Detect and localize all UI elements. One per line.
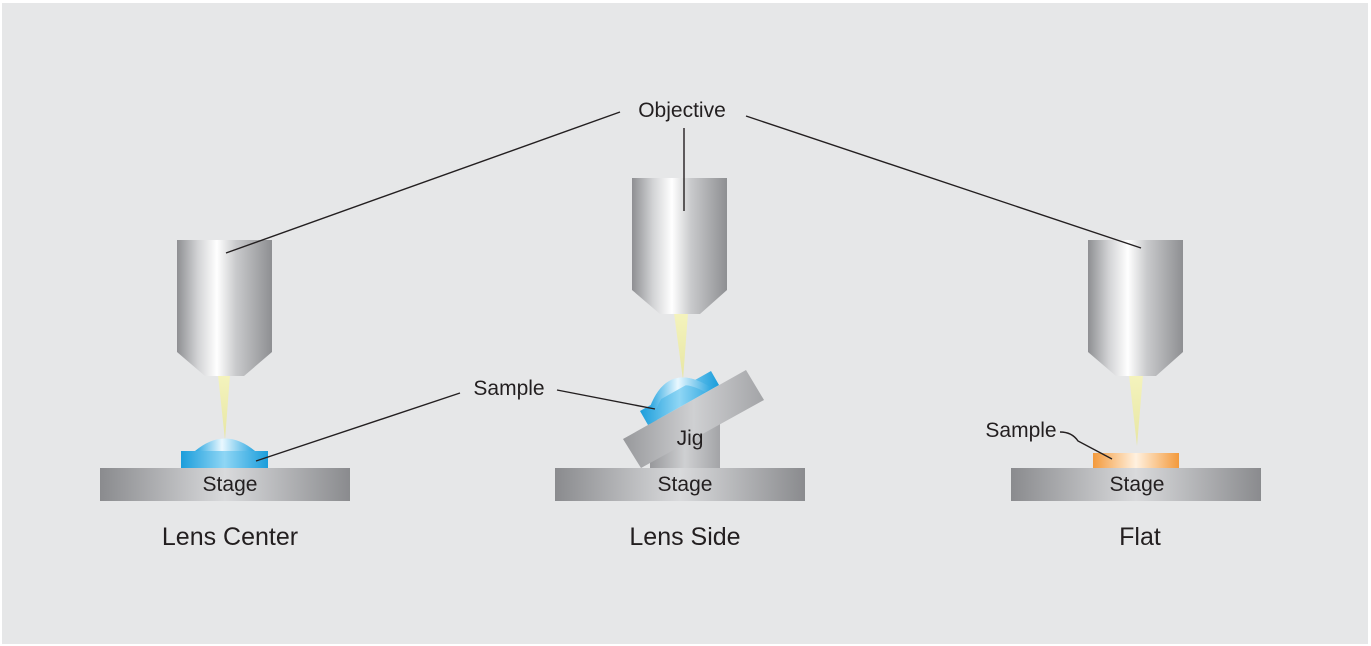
sample-callout-center: Sample — [255, 377, 656, 462]
light-beam — [1129, 375, 1143, 446]
objective — [177, 240, 272, 376]
sample — [181, 438, 268, 468]
objective — [632, 178, 727, 314]
stage-label: Stage — [1110, 473, 1165, 496]
stage — [100, 468, 350, 501]
sample-label: Sample — [985, 419, 1056, 442]
jig-label: Jig — [677, 427, 704, 450]
objective — [1088, 240, 1183, 376]
caption-lens-center: Lens Center — [162, 523, 298, 551]
sample — [640, 371, 719, 425]
caption-lens-side: Lens Side — [629, 523, 740, 551]
setup-lens-center: Stage Lens Center — [100, 240, 350, 551]
objective-label: Objective — [638, 99, 726, 122]
sample-label: Sample — [473, 377, 544, 400]
light-beam — [674, 313, 688, 380]
stage-label: Stage — [203, 473, 258, 496]
setup-lens-side: Jig Stage Lens Side — [555, 178, 805, 551]
sample-callout-flat: Sample — [985, 419, 1113, 460]
setup-flat: Stage Flat — [1011, 240, 1261, 551]
objective-callout: Objective — [225, 99, 1142, 254]
light-beam — [218, 375, 230, 440]
stage — [555, 468, 805, 501]
jig — [623, 370, 764, 468]
stage-label: Stage — [658, 473, 713, 496]
stage — [1011, 468, 1261, 501]
sample — [1093, 453, 1179, 468]
caption-flat: Flat — [1119, 523, 1161, 551]
